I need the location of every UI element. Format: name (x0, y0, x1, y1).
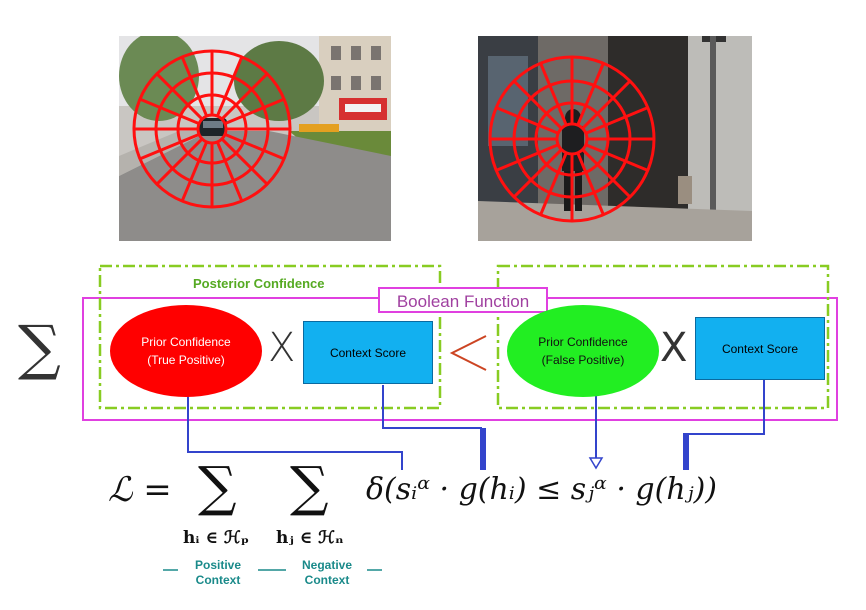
prior-true-line2: (True Positive) (147, 353, 225, 367)
grid-spoke (180, 56, 209, 117)
posterior-confidence-box-left (98, 264, 442, 410)
positive-context-label: Positive Context (180, 558, 256, 588)
grid-spoke (495, 142, 560, 172)
positive-context-line2: Context (195, 573, 241, 587)
context-grid-overlay-2 (488, 55, 656, 223)
prior-false-line2: (False Positive) (541, 353, 625, 367)
context-score-left: Context Score (303, 321, 433, 384)
grid-spoke (512, 147, 564, 199)
equation-sum-1-subscript: hᵢ ∈ ℋₚ (183, 528, 250, 548)
prior-false-line1: Prior Confidence (538, 335, 628, 349)
grid-spoke (495, 106, 560, 136)
grid-spoke (575, 62, 605, 127)
grid-spoke (580, 79, 632, 131)
equation-sum-2: ∑ (290, 455, 329, 518)
multiply-symbol-left: X (268, 325, 296, 371)
equation-sum-1: ∑ (198, 455, 237, 518)
equation-lhs: ℒ = (108, 470, 172, 510)
prior-confidence-true-positive: Prior Confidence (True Positive) (110, 305, 262, 397)
grid-spoke (580, 147, 632, 199)
negative-context-line1: Negative (301, 558, 353, 572)
grid-spoke (539, 62, 569, 127)
grid-spoke (584, 106, 649, 136)
posterior-confidence-label: Posterior Confidence (193, 276, 325, 291)
context-grid-overlay-1 (132, 49, 292, 209)
prior-confidence-false-positive: Prior Confidence (False Positive) (507, 305, 659, 397)
context-score-right: Context Score (695, 317, 825, 380)
grid-spoke (224, 97, 285, 126)
grid-spoke (220, 72, 269, 121)
grid-spoke (139, 132, 200, 161)
grid-spoke (215, 56, 244, 117)
negative-context-line2: Context (304, 573, 350, 587)
positive-context-line1: Positive (194, 558, 242, 572)
grid-spoke (139, 97, 200, 126)
less-than-symbol (449, 335, 487, 371)
grid-spoke (220, 137, 269, 186)
prior-true-line1: Prior Confidence (141, 335, 231, 349)
negative-context-label: Negative Context (288, 558, 366, 588)
grid-spoke (155, 137, 204, 186)
connector-context-left (382, 385, 482, 470)
street-photo-pedestrian (478, 36, 752, 241)
posterior-confidence-box-right (496, 264, 830, 410)
street-photo-car (119, 36, 391, 241)
grid-spoke (224, 132, 285, 161)
grid-spoke (215, 141, 244, 202)
multiply-symbol-right: X (660, 325, 688, 371)
grid-spoke (155, 72, 204, 121)
grid-spoke (539, 151, 569, 216)
grid-spoke (584, 142, 649, 172)
equation-body: δ(sᵢᵅ · g(hᵢ) ≤ sⱼᵅ · g(hⱼ)) (366, 472, 717, 507)
boolean-function-label: Boolean Function (378, 287, 548, 313)
sum-symbol: ∑ (18, 313, 61, 383)
grid-spoke (180, 141, 209, 202)
equation-sum-2-subscript: hⱼ ∈ ℋₙ (276, 528, 344, 548)
grid-spoke (512, 79, 564, 131)
connector-context-right (683, 377, 765, 470)
grid-spoke (575, 151, 605, 216)
connector-prior-true (187, 383, 403, 470)
